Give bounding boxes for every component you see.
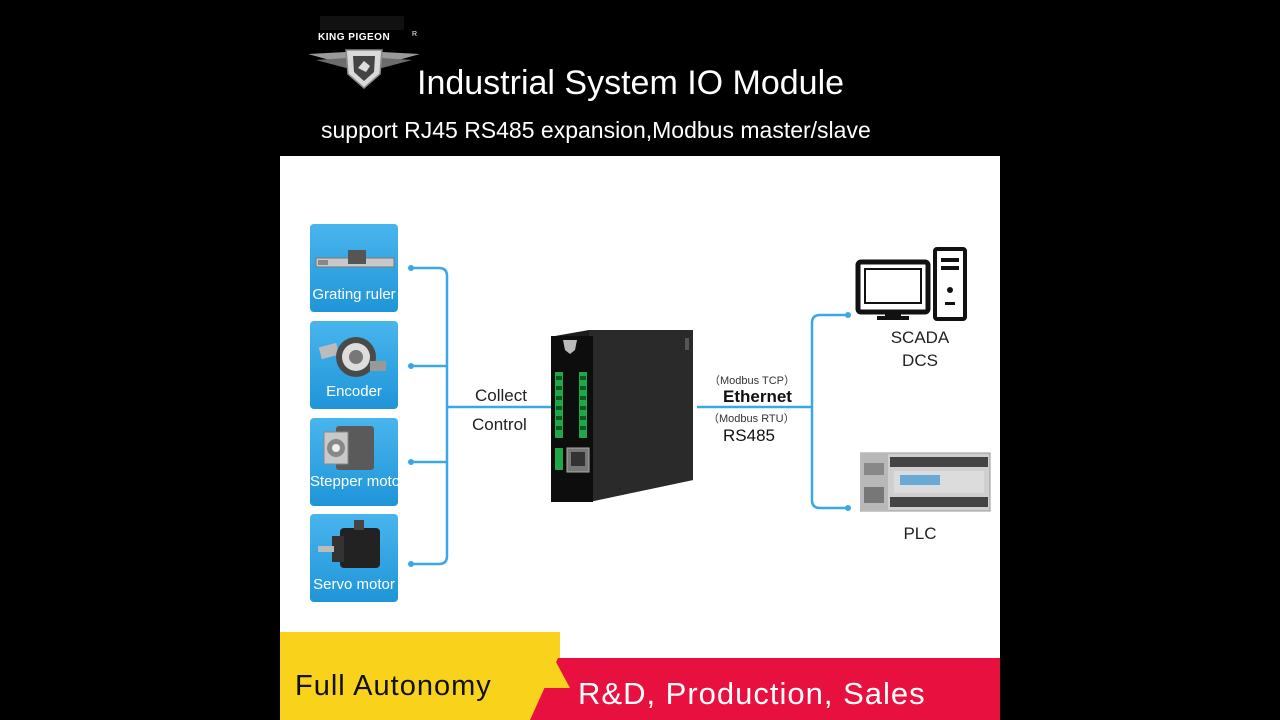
- full-autonomy-text: Full Autonomy: [295, 670, 492, 702]
- input-label: Stepper motor: [310, 473, 398, 490]
- input-tile-grating-ruler: Grating ruler: [310, 224, 398, 312]
- scada-label: SCADA: [890, 328, 950, 347]
- rd-production-sales-text: R&D, Production, Sales: [578, 676, 926, 711]
- modbus-tcp-label: （Modbus TCP）: [709, 375, 795, 387]
- input-label: Grating ruler: [312, 286, 396, 303]
- rs485-label: RS485: [723, 426, 775, 445]
- input-tile-encoder: Encoder: [310, 321, 398, 409]
- computer-icon: [855, 247, 967, 321]
- servo-motor-icon: [318, 520, 380, 568]
- control-label: Control: [472, 415, 527, 434]
- plc-label: PLC: [903, 524, 937, 543]
- encoder-icon: [318, 337, 386, 377]
- dcs-label: DCS: [902, 351, 938, 370]
- input-label: Encoder: [326, 383, 382, 400]
- banner-left: [280, 632, 560, 720]
- grating-ruler-icon: [315, 250, 395, 268]
- banner-divider: [530, 658, 1000, 720]
- registered-mark: R: [412, 31, 418, 38]
- brand-name: KING PIGEON: [318, 32, 391, 43]
- page-title: Industrial System IO Module: [417, 64, 845, 102]
- input-tile-stepper-motor: Stepper motor: [310, 418, 398, 506]
- ethernet-label: Ethernet: [723, 387, 792, 406]
- king-pigeon-logo: [308, 16, 420, 89]
- modbus-rtu-label: （Modbus RTU）: [708, 413, 795, 425]
- stepper-motor-icon: [323, 426, 374, 470]
- plc-icon: [860, 452, 991, 512]
- input-tile-servo-motor: Servo motor: [310, 514, 398, 602]
- page-subtitle: support RJ45 RS485 expansion,Modbus mast…: [321, 117, 871, 143]
- io-module-device: [551, 330, 693, 502]
- input-label: Servo motor: [313, 576, 395, 593]
- collect-label: Collect: [475, 386, 527, 405]
